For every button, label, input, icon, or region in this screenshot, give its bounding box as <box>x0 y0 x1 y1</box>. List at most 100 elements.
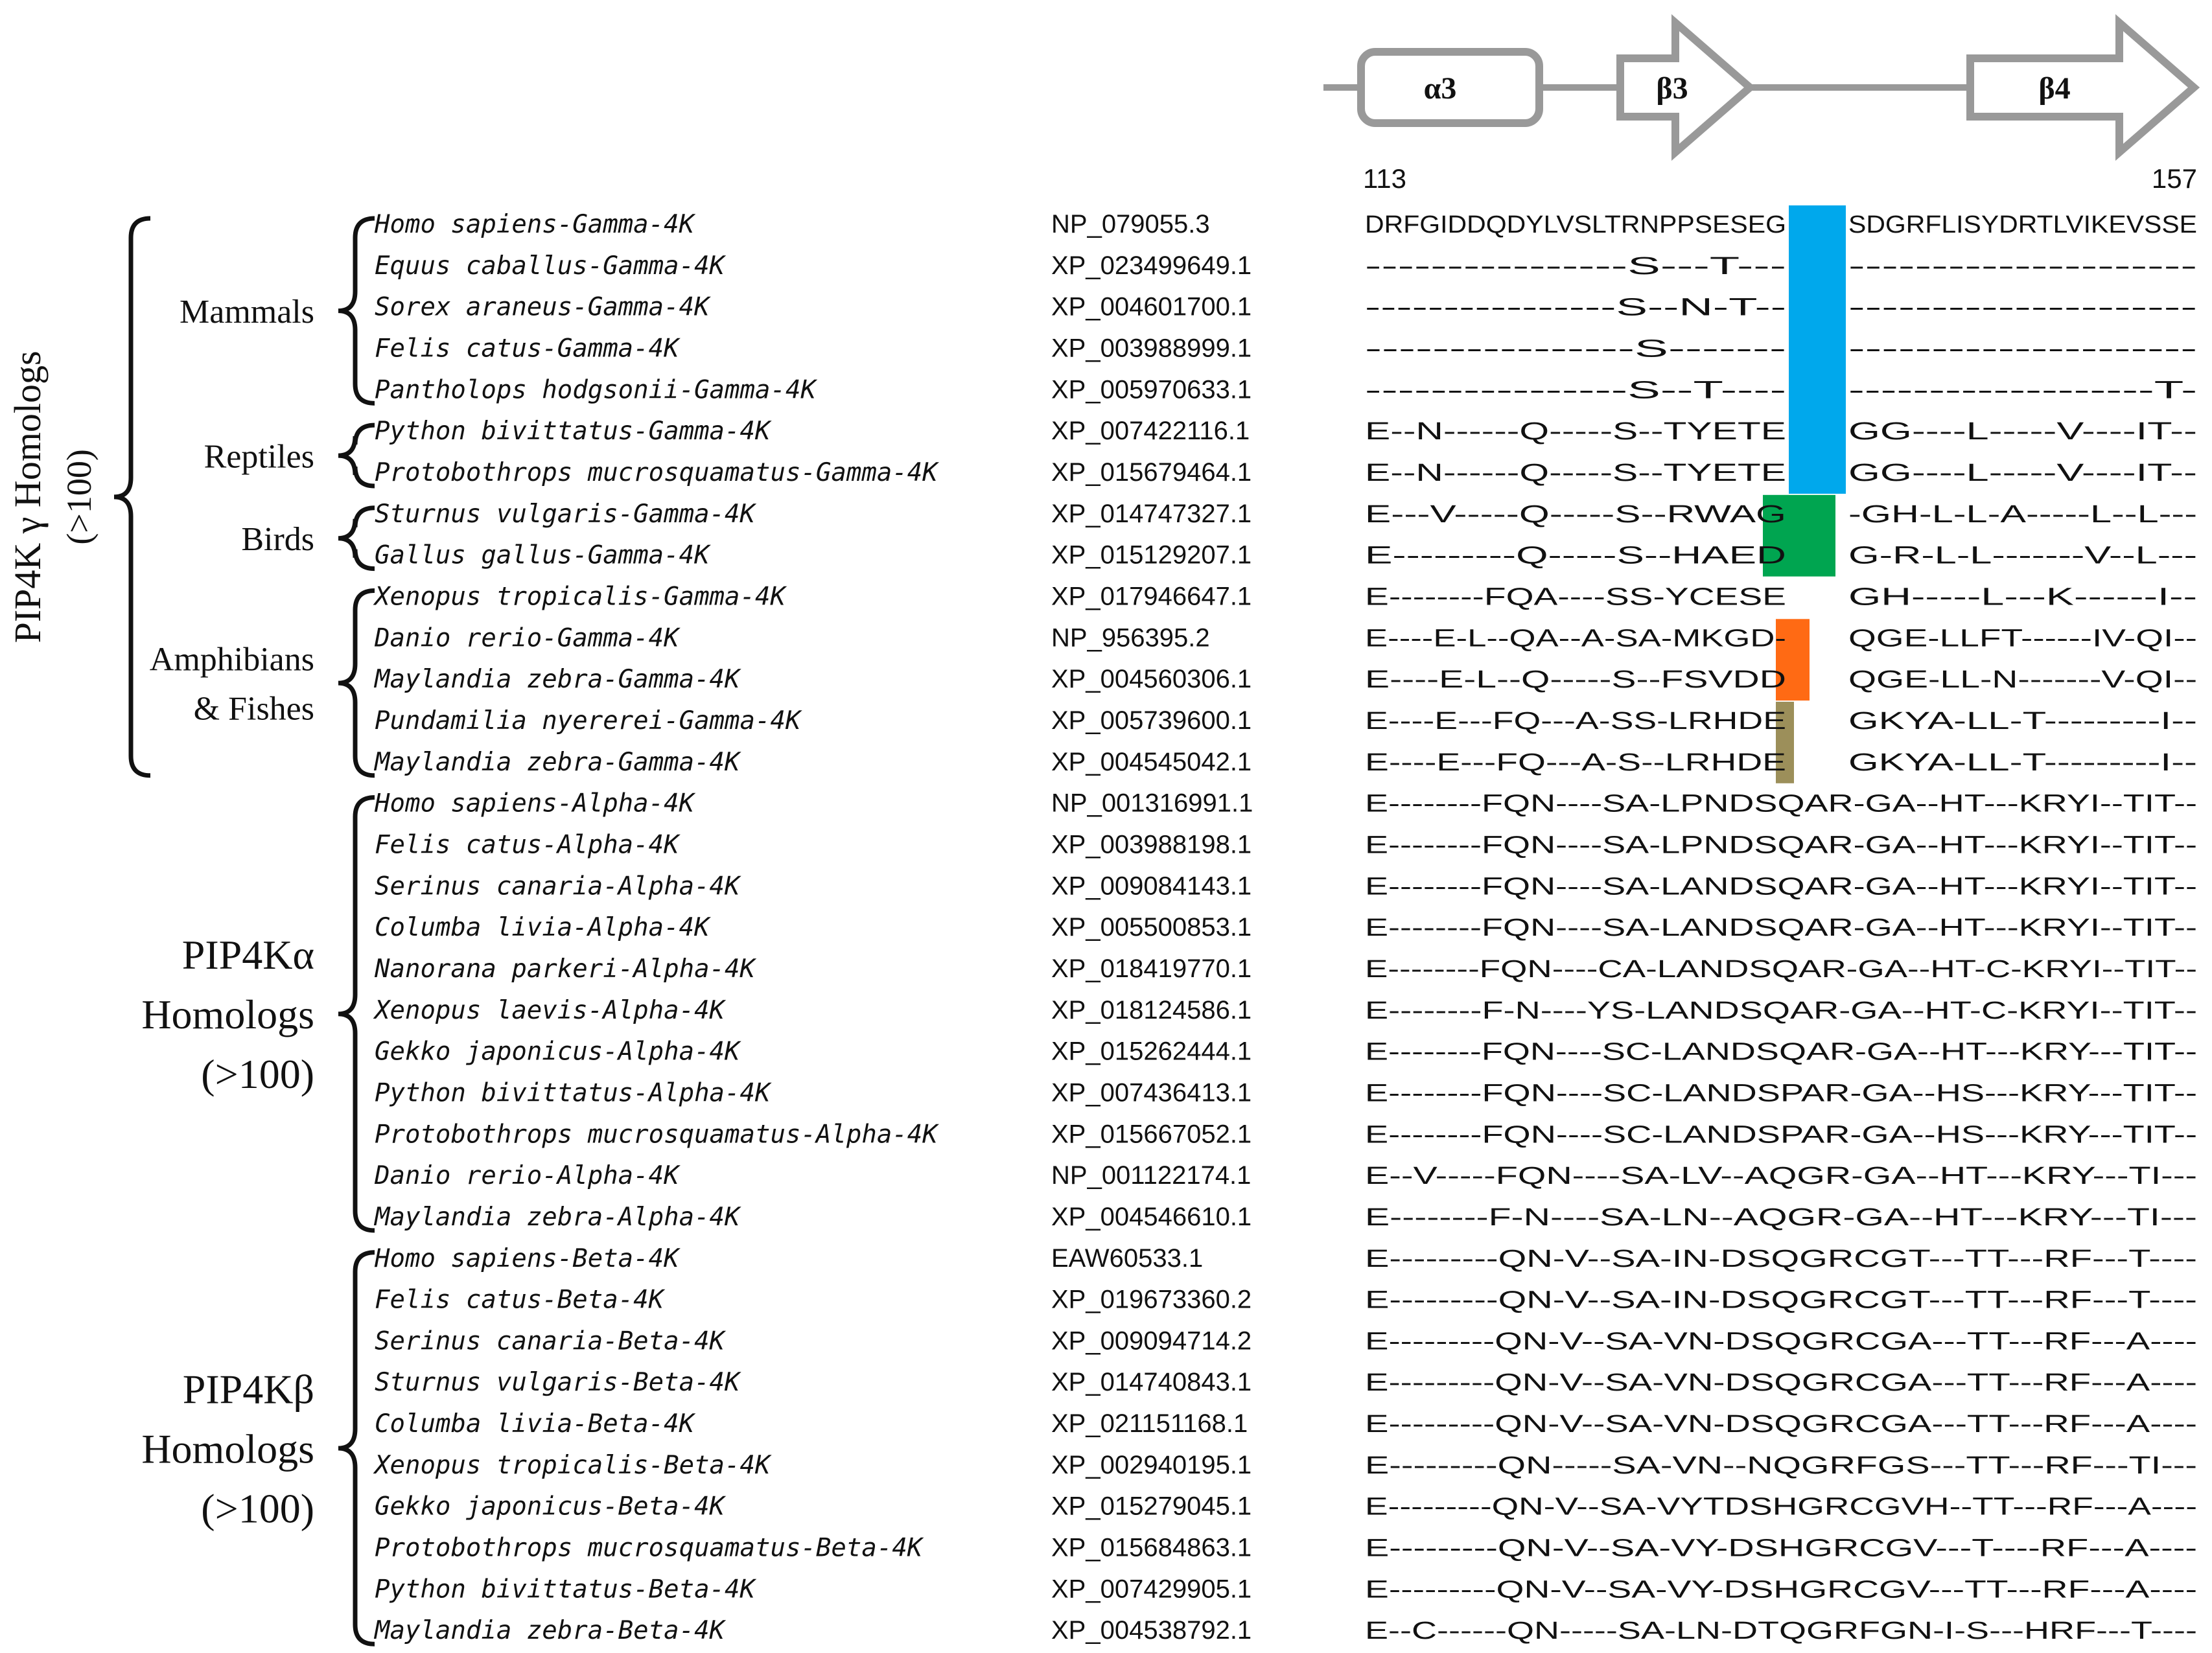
accession-number: XP_007429905.1 <box>1051 1575 1252 1603</box>
group-label-gamma: PIP4K γ Homologs <box>6 351 49 643</box>
accession-number: NP_001122174.1 <box>1051 1161 1251 1190</box>
sequence: E---------QN-V--SA-VY-DSHGRCGV---TT---RF… <box>1365 1576 2197 1603</box>
subgroup-label: Mammals <box>180 294 314 330</box>
species-name: Nanorana parkeri-Alpha-4K <box>374 954 757 984</box>
species-name: Pundamilia nyererei-Gamma-4K <box>375 706 802 735</box>
strand-beta3-arrow <box>1616 14 1756 161</box>
species-name: Maylandia zebra-Gamma-4K <box>373 748 741 777</box>
sequence-after-gap: --------------------- <box>1848 253 2197 280</box>
accession-number: XP_021151168.1 <box>1051 1409 1248 1438</box>
subgroup-bracket <box>338 505 375 572</box>
accession-number: XP_004546610.1 <box>1051 1203 1252 1231</box>
sequence-before-gap: E--N------Q-----S--TYETE <box>1365 459 1786 487</box>
subgroup-label: Amphibians <box>150 641 314 678</box>
species-name: Maylandia zebra-Beta-4K <box>373 1616 727 1645</box>
sequence: E---------QN-V--SA-VN-DSQGRCGA---TT---RF… <box>1365 1411 2197 1438</box>
sequence: E--------FQN----SC-LANDSPAR-GA--HS---KRY… <box>1365 1080 2197 1107</box>
accession-number: XP_004601700.1 <box>1051 293 1252 321</box>
sequence: E---------QN-V--SA-VN-DSQGRCGA---TT---RF… <box>1365 1369 2197 1396</box>
alignment-row: Pundamilia nyererei-Gamma-4K XP_005739600… <box>375 706 2197 735</box>
species-name: Serinus canaria-Beta-4K <box>375 1326 727 1356</box>
structure-label: β4 <box>2038 71 2070 106</box>
accession-number: XP_014740843.1 <box>1051 1368 1252 1396</box>
accession-number: XP_009094714.2 <box>1051 1326 1252 1355</box>
sequence: E--------FQN----SA-LPNDSQAR-GA--HT---KRY… <box>1365 831 2197 859</box>
accession-number: XP_002940195.1 <box>1051 1451 1252 1479</box>
group-bracket-alpha <box>338 795 375 1233</box>
group-bracket-gamma <box>113 216 151 778</box>
structure-label: α3 <box>1424 71 1457 106</box>
sequence: E--------FQN----SA-LPNDSQAR-GA--HT---KRY… <box>1365 791 2197 818</box>
sequence: E---------QN-----SA-VN--NQGRFGS---TT---R… <box>1365 1452 2197 1479</box>
accession-number: XP_004560306.1 <box>1051 665 1252 693</box>
species-name: Danio rerio-Alpha-4K <box>374 1161 681 1190</box>
group-label-beta: Homologs <box>141 1426 314 1472</box>
species-name: Homo sapiens-Gamma-4K <box>374 210 696 239</box>
sequence: E--------FQN----SC-LANDSPAR-GA--HS---KRY… <box>1365 1121 2197 1148</box>
sequence-before-gap: E----E---FQ---A-SS-LRHDE <box>1365 708 1786 735</box>
accession-number: XP_003988198.1 <box>1051 830 1252 859</box>
sequence: E---------QN-V--SA-IN-DSQGRCGT---TT---RF… <box>1365 1287 2197 1314</box>
alignment-row: Maylandia zebra-Beta-4K XP_004538792.1 E--… <box>373 1616 2197 1645</box>
sequence-before-gap: ----------------S---T--- <box>1365 253 1786 280</box>
sequence-after-gap: -GH-L-L-A-----L--L--- <box>1848 501 2197 528</box>
accession-number: XP_015262444.1 <box>1051 1037 1252 1066</box>
sequence-before-gap: E----E---FQ---A-S--LRHDE <box>1365 749 1786 776</box>
sequence-before-gap: E----E-L--Q-----S--FSVDD <box>1365 666 1786 693</box>
sequence-before-gap: ----------------S--N-T-- <box>1365 294 1786 321</box>
strand-beta4-arrow <box>1966 14 2200 161</box>
species-name: Felis catus-Gamma-4K <box>375 334 681 363</box>
species-name: Protobothrops mucrosquamatus-Beta-4K <box>375 1534 924 1563</box>
sequence: E--------FQN----CA-LANDSQAR-GA--HT-C-KRY… <box>1365 956 2197 983</box>
accession-number: XP_004545042.1 <box>1051 748 1252 776</box>
subgroup-label: Birds <box>241 521 314 558</box>
species-name: Sturnus vulgaris-Beta-4K <box>375 1368 741 1397</box>
accession-number: XP_003988999.1 <box>1051 334 1252 362</box>
sequence: E--C------QN-----SA-LN-DTQGRFGN-I-S---HR… <box>1365 1617 2197 1645</box>
species-name: Gekko japonicus-Alpha-4K <box>375 1037 741 1067</box>
species-name: Pantholops hodgsonii-Gamma-4K <box>375 375 817 404</box>
subgroup-bracket <box>338 588 375 778</box>
species-name: Felis catus-Beta-4K <box>375 1286 666 1315</box>
subgroup-bracket <box>338 422 375 489</box>
sequence-after-gap: G-R-L-L-------V--L--- <box>1848 542 2197 570</box>
insertion-highlight-bar <box>1763 494 1835 577</box>
helix-alpha3-shape <box>1357 48 1543 127</box>
alignment-row: Sturnus vulgaris-Beta-4K XP_014740843.1 E-… <box>375 1368 2197 1397</box>
sequence: E--------FQN----SA-LANDSQAR-GA--HT---KRY… <box>1365 873 2197 900</box>
accession-number: EAW60533.1 <box>1051 1244 1203 1273</box>
group-label-alpha: Homologs <box>141 991 314 1037</box>
species-name: Python bivittatus-Gamma-4K <box>375 417 772 446</box>
accession-number: XP_015279045.1 <box>1051 1492 1252 1521</box>
sequence: E---------QN-V--SA-VN-DSQGRCGA---TT---RF… <box>1365 1328 2197 1355</box>
species-name: Xenopus tropicalis-Gamma-4K <box>373 582 787 611</box>
accession-number: XP_005739600.1 <box>1051 706 1252 735</box>
species-name: Gekko japonicus-Beta-4K <box>375 1492 727 1521</box>
accession-number: XP_004538792.1 <box>1051 1616 1252 1645</box>
alignment-row: Serinus canaria-Beta-4K XP_009094714.2 E--… <box>375 1326 2197 1356</box>
sequence-after-gap: GH-----L---K------I-- <box>1848 583 2197 610</box>
group-bracket-beta <box>338 1250 375 1647</box>
species-name: Serinus canaria-Alpha-4K <box>375 872 741 901</box>
accession-number: NP_079055.3 <box>1051 210 1210 238</box>
group-label-gamma-count: (>100) <box>60 449 99 544</box>
sequence: E--------F-N----SA-LN--AQGR-GA--HT---KRY… <box>1365 1204 2197 1231</box>
accession-number: XP_023499649.1 <box>1051 251 1252 280</box>
